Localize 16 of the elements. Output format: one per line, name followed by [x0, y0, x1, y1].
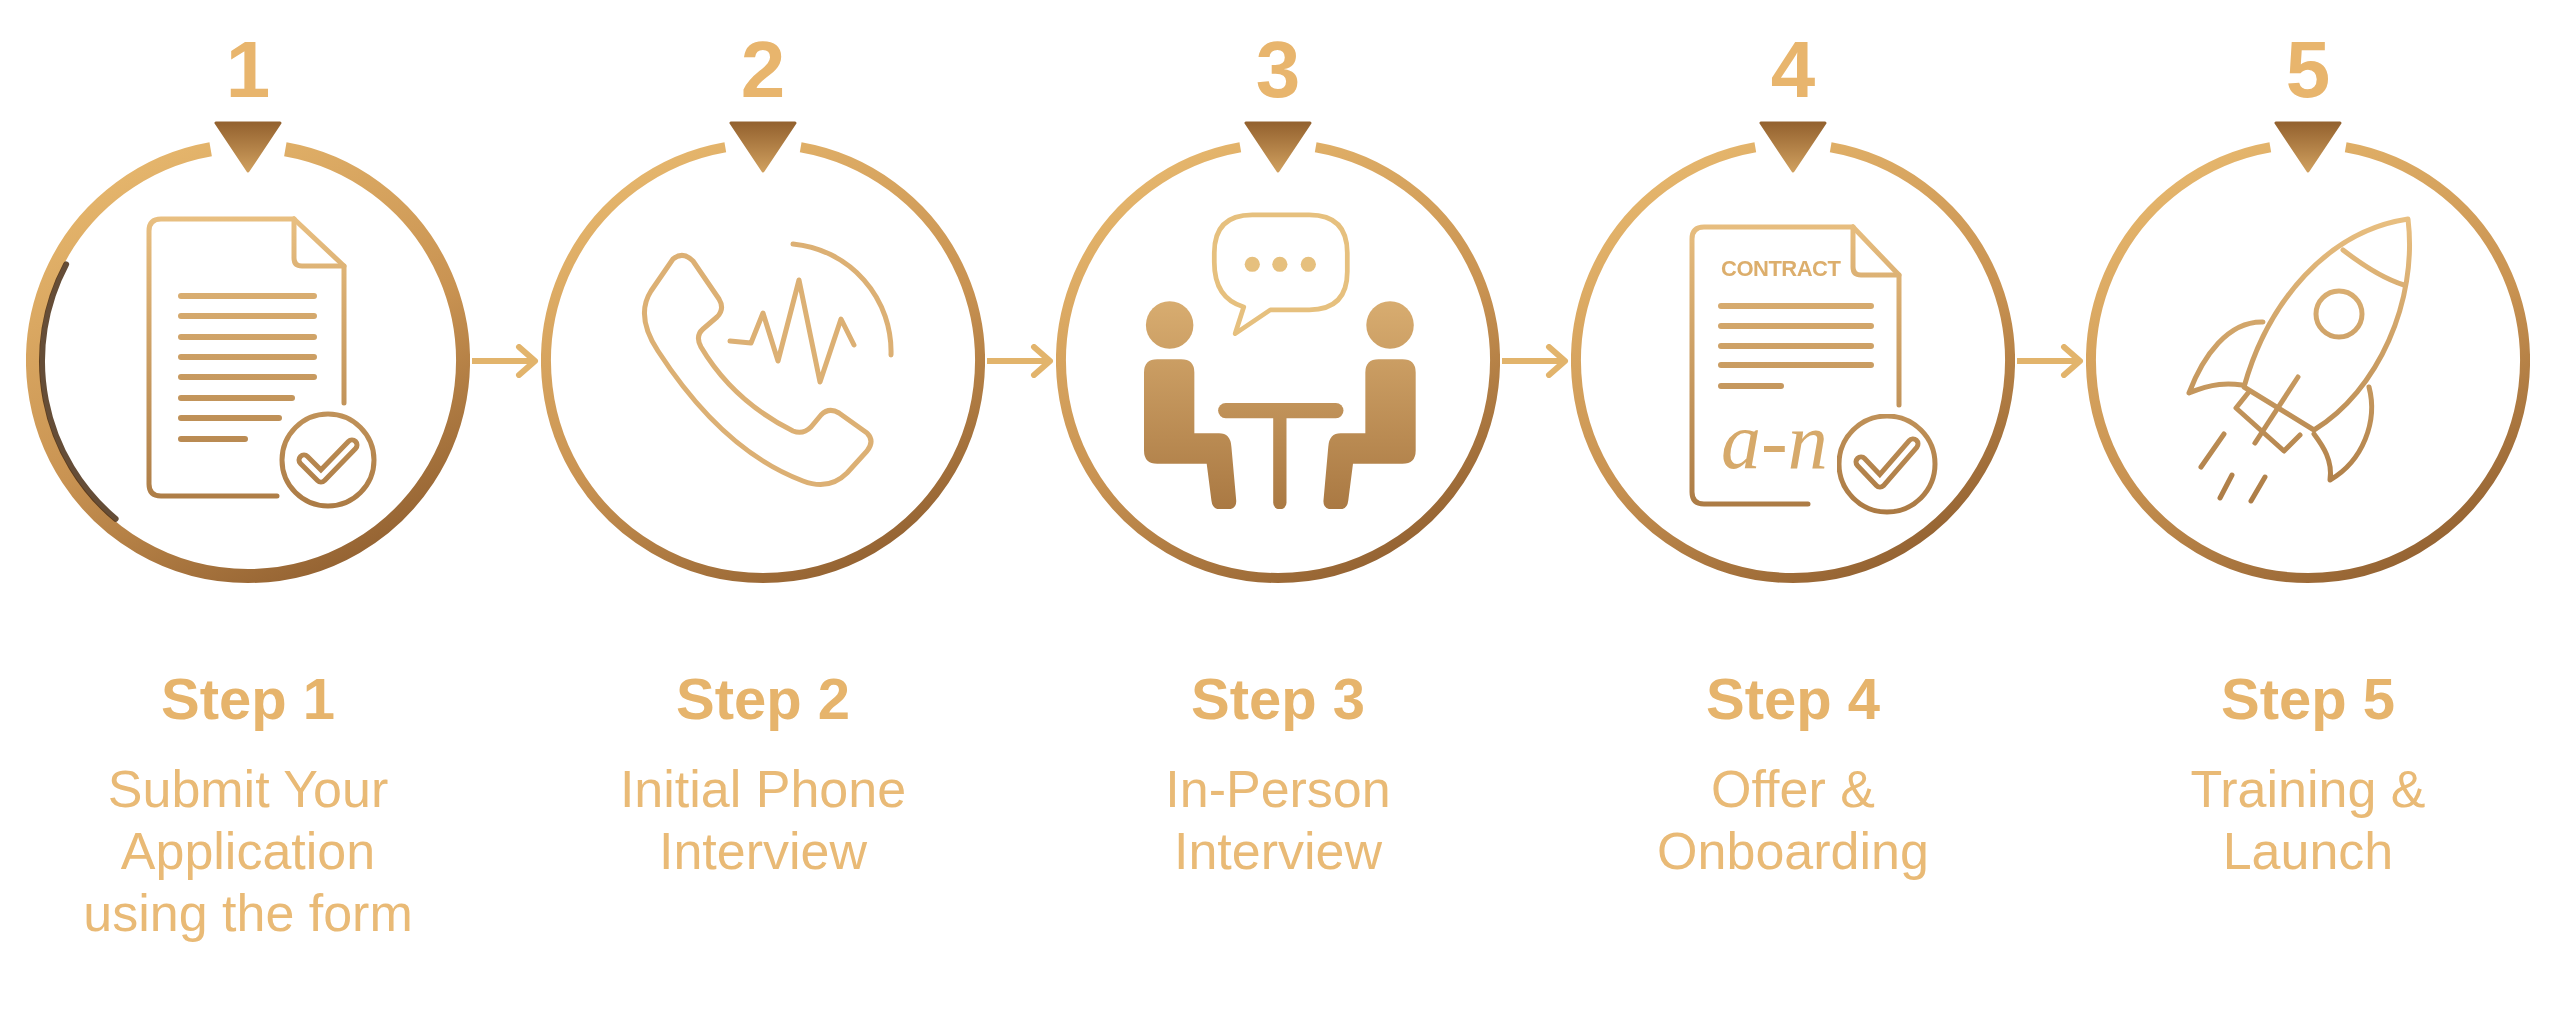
step-number: 2: [740, 30, 786, 110]
arrow: [1502, 344, 1568, 378]
step-description: Submit Your Application using the form: [82, 759, 414, 944]
signature-text: a-n: [1721, 401, 1828, 481]
step-description: Training & Launch: [2189, 759, 2427, 882]
arrow: [2017, 344, 2083, 378]
step-description: In-Person Interview: [1164, 759, 1392, 882]
step-number: 5: [2285, 30, 2331, 110]
arrow: [987, 344, 1053, 378]
step-number: 4: [1770, 30, 1816, 110]
contract-title-text: CONTRACT: [1721, 258, 1841, 280]
arrow: [472, 344, 538, 378]
step-number: 1: [225, 30, 271, 110]
step-number: 3: [1255, 30, 1301, 110]
step-description: Offer & Onboarding: [1656, 759, 1930, 882]
step-description: Initial Phone Interview: [618, 759, 908, 882]
